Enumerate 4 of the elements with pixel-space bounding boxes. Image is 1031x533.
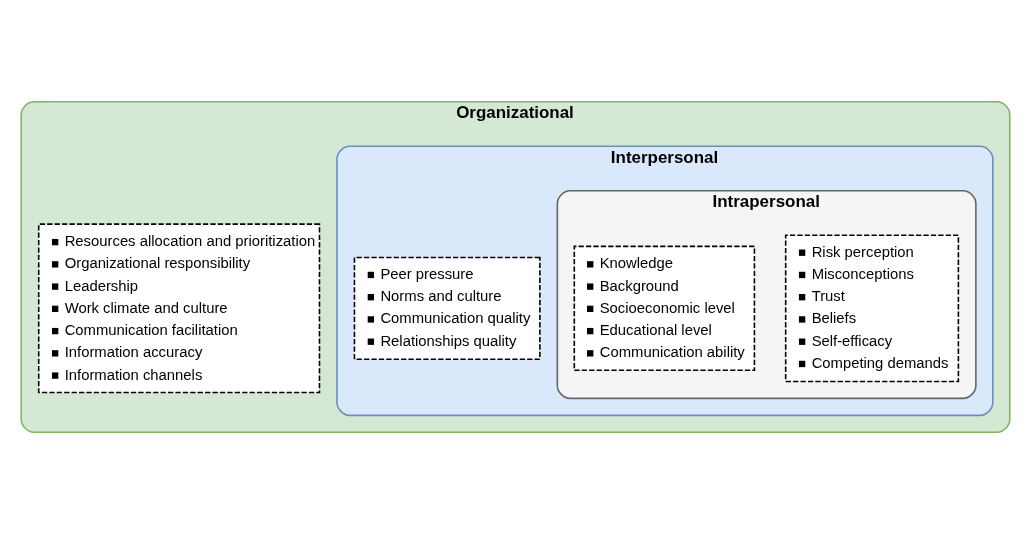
- node-box: Resources allocation and prioritization Organizational responsibility Leadership Work climate and culture Communication facilitation Information accuracy Information channels: [37, 222, 321, 393]
- node-box: Knowledge Background Socioeconomic level Educational level Communication ability: [573, 245, 756, 371]
- node-box: Peer pressure Norms and culture Communication quality Relationships quality: [353, 256, 541, 360]
- node-box: Risk perception Misconceptions Trust Beliefs Self-efficacy Competing demands: [784, 233, 960, 382]
